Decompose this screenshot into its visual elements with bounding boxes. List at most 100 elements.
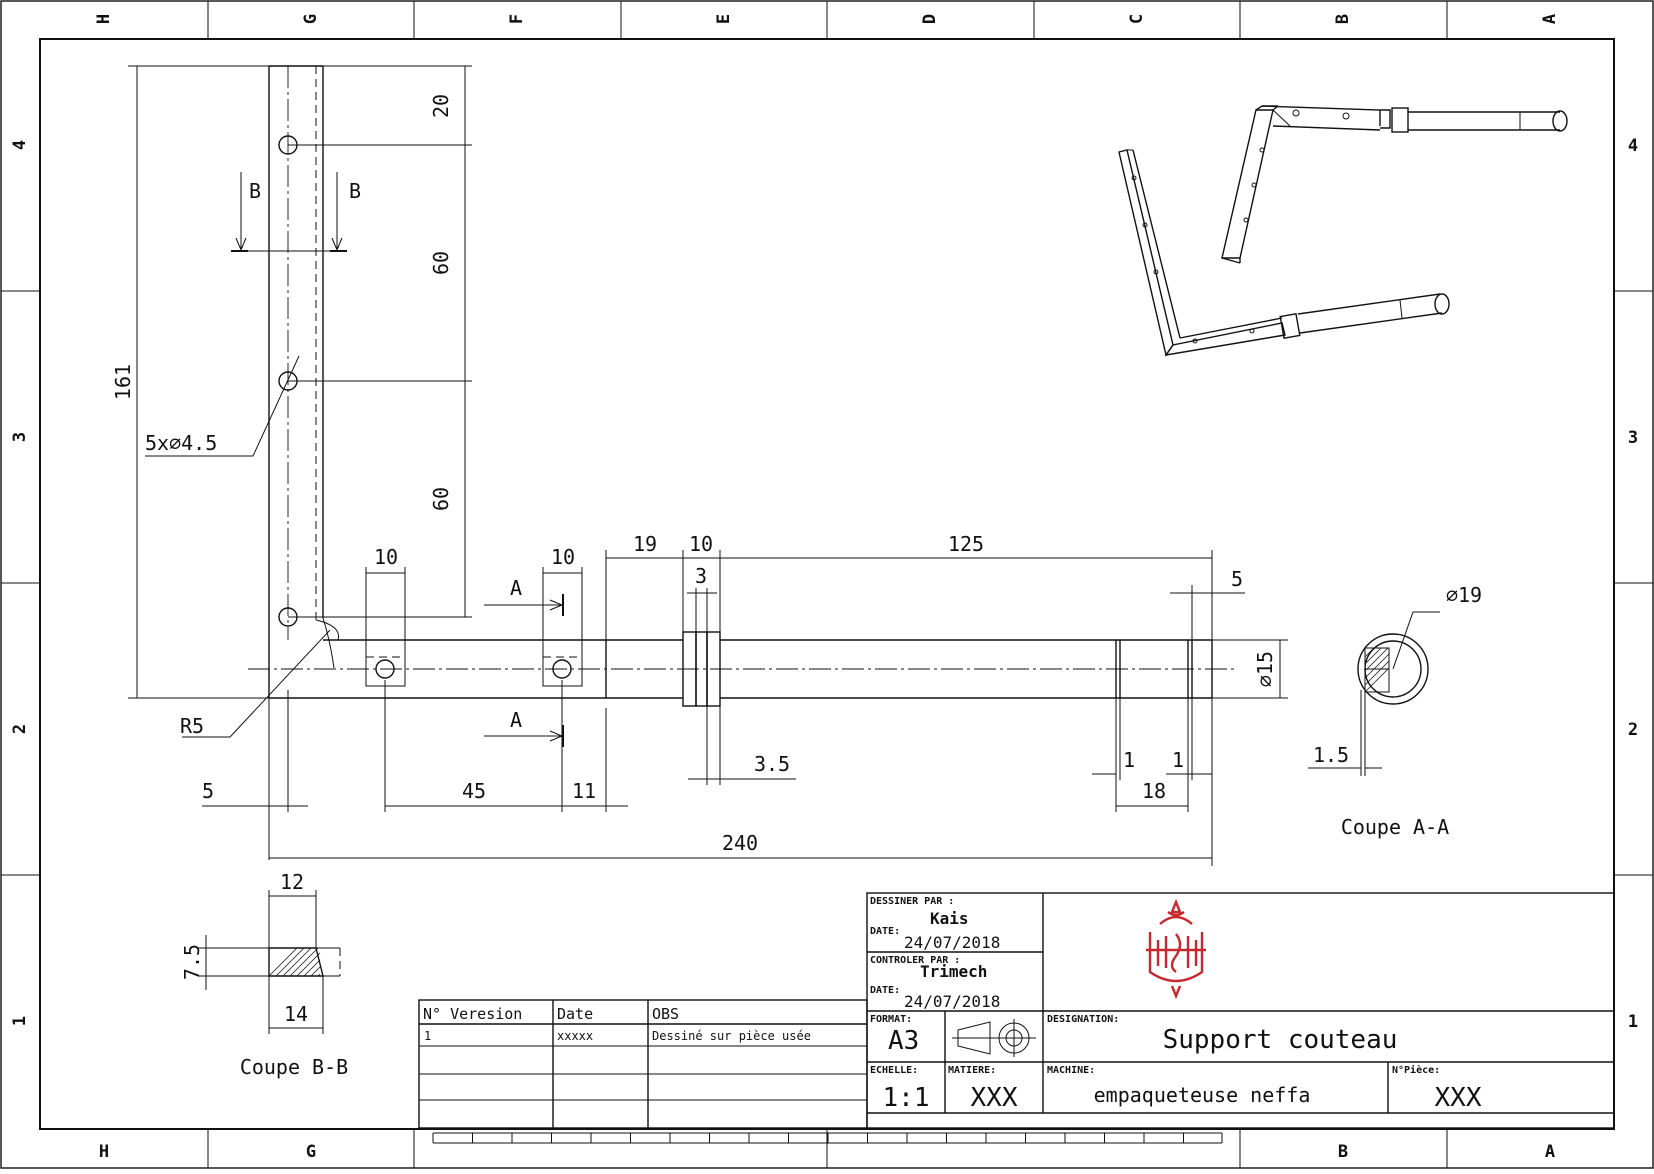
dim-3-5: 3.5 [754,752,790,776]
checked-by-label: CONTROLER PAR : [870,955,960,966]
zone-top-b: B [1333,14,1353,24]
dim-19: 19 [633,532,657,556]
scale-label: ECHELLE: [870,1065,918,1076]
section-title-b-b: Coupe B-B [240,1055,348,1079]
date-1: 24/07/2018 [904,933,1000,952]
drawing-stroke [1364,660,1390,686]
drawing-stroke [289,947,319,977]
drawing-stroke [282,947,312,977]
zone-top-e: E [714,14,734,24]
zone-labels-bottom: H G B A [99,1142,1555,1162]
dim-dia-15: ∅15 [1253,651,1277,687]
zone-left-1: 1 [10,1016,30,1026]
isometric-view-bottom [1118,149,1450,357]
drawing-stroke [310,966,321,977]
date-label-2: DATE: [870,985,900,996]
date-label-1: DATE: [870,926,900,937]
rev-header-obs: OBS [652,1005,679,1023]
part-no-value: XXX [1435,1083,1482,1113]
zone-right-4: 4 [1628,136,1638,156]
revision-table: N° Veresion Date OBS 1 xxxxx Dessiné sur… [418,999,868,1129]
material-value: XXX [971,1083,1018,1113]
zone-right-2: 2 [1628,720,1638,740]
rev-cell-obs: Dessiné sur pièce usée [652,1029,811,1043]
section-a-a: ∅19 1.5 Coupe A-A [1308,583,1482,839]
zone-left-3: 3 [10,432,30,442]
dim-240: 240 [722,831,758,855]
dim-14: 14 [284,1002,308,1026]
dim-125: 125 [948,532,984,556]
dim-10-a: 10 [374,545,398,569]
company-logo-icon [1146,898,1206,1000]
drawing-stroke [1364,667,1390,693]
rev-cell-version: 1 [424,1029,431,1043]
zone-top-f: F [507,14,527,24]
drawing-stroke [317,973,321,977]
dimension-lines [128,65,1288,866]
dim-12: 12 [280,870,304,894]
isometric-view-top [1221,105,1568,264]
dim-1-a: 1 [1123,748,1135,772]
dim-10-c: 10 [689,532,713,556]
section-mark-a-top: A [510,576,522,600]
rev-cell-date: xxxxx [557,1029,593,1043]
dim-60-b: 60 [429,487,453,511]
zone-labels-top: H G F E D C B A [94,14,1560,24]
drawing-stroke [1364,647,1389,672]
date-2: 24/07/2018 [904,992,1000,1011]
machine-label: MACHINE: [1047,1065,1095,1076]
zone-left-4: 4 [10,140,30,150]
dim-7-5: 7.5 [180,944,204,980]
zone-top-g: G [301,14,321,24]
zone-top-c: C [1127,14,1147,24]
zone-right-1: 1 [1628,1012,1638,1032]
drawing-stroke [275,947,305,977]
drawing-stroke [1364,647,1382,665]
zone-bottom-b: B [1338,1142,1348,1162]
zone-top-a: A [1540,14,1560,24]
rev-header-version: N° Veresion [423,1005,522,1023]
dim-60-a: 60 [429,251,453,275]
zone-right-3: 3 [1628,428,1638,448]
format-value: A3 [888,1026,919,1056]
section-mark-a-bottom: A [510,708,522,732]
dim-20: 20 [429,94,453,118]
drawing-stroke [268,947,298,977]
zone-bottom-h: H [99,1142,109,1162]
dim-5-top: 5 [1231,567,1243,591]
dimension-texts: 20 60 60 161 5x∅4.5 10 10 19 10 3 125 5 … [111,94,1277,855]
zone-bottom-g: G [306,1142,316,1162]
dim-1-5: 1.5 [1313,743,1349,767]
designation-label: DESIGNATION: [1047,1014,1119,1025]
dim-10-b: 10 [551,545,575,569]
section-mark-b-left: B [249,179,261,203]
dim-161: 161 [111,364,135,400]
section-title-a-a: Coupe A-A [1341,815,1449,839]
main-view [248,65,1234,707]
part-no-label: N°Pièce: [1392,1064,1440,1076]
dim-11: 11 [572,779,596,803]
dim-r5: R5 [180,714,204,738]
dim-holes: 5x∅4.5 [145,431,217,455]
drawing-stroke [1364,647,1375,658]
checked-by: Trimech [920,962,987,981]
drawn-by: Kais [930,909,969,928]
rev-header-date: Date [557,1005,593,1023]
section-mark-b-right: B [349,179,361,203]
zone-left-2: 2 [10,724,30,734]
material-label: MATIERE: [948,1065,996,1076]
dim-5-left: 5 [202,779,214,803]
section-b-b: 12 7.5 14 Coupe B-B [180,870,348,1079]
drawing-stroke [296,952,321,977]
dim-3: 3 [695,564,707,588]
zone-top-d: D [920,14,940,24]
scale-value: 1:1 [883,1083,930,1113]
dim-dia-19: ∅19 [1446,583,1482,607]
format-label: FORMAT: [870,1014,912,1025]
zone-top-h: H [94,14,114,24]
zone-bottom-a: A [1545,1142,1555,1162]
drawing-stroke [303,959,321,977]
